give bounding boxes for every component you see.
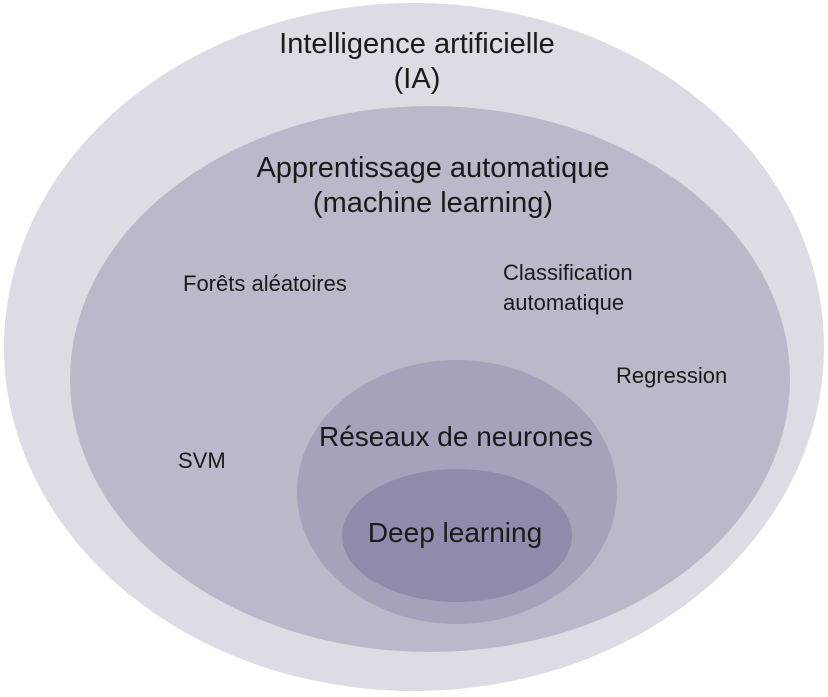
item-label-classification-line1: Classification xyxy=(503,260,633,285)
label-intelligence-artificielle-line1: Intelligence artificielle xyxy=(279,28,555,60)
item-label-regression: Regression xyxy=(616,363,728,388)
label-intelligence-artificielle: Intelligence artificielle (IA) xyxy=(279,27,555,97)
item-label-svm: SVM xyxy=(178,448,226,473)
label-deep-learning: Deep learning xyxy=(367,517,543,548)
label-apprentissage-automatique-line1: Apprentissage automatique xyxy=(256,152,610,184)
item-label-forets-aleatoires: Forêts aléatoires xyxy=(183,271,347,296)
item-label-classification-line2: automatique xyxy=(503,290,625,315)
label-intelligence-artificielle-line2: (IA) xyxy=(393,63,441,95)
label-reseaux-de-neurones: Réseaux de neurones xyxy=(319,421,593,452)
label-apprentissage-automatique: Apprentissage automatique (machine learn… xyxy=(256,151,609,221)
set-ellipse-deep-learning xyxy=(342,469,572,602)
item-label-classification-automatique: Classification automatique xyxy=(503,258,633,318)
label-apprentissage-automatique-line2: (machine learning) xyxy=(312,187,554,219)
